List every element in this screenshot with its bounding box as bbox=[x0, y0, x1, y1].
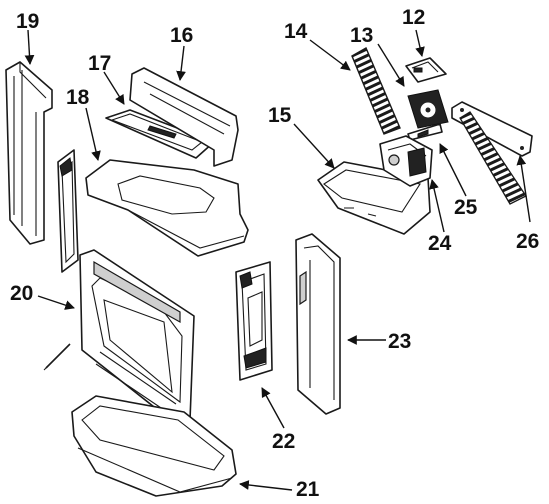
part-24-blower bbox=[379, 135, 433, 187]
callout-23: 23 bbox=[388, 330, 411, 353]
callout-17: 17 bbox=[88, 52, 111, 75]
callout-22: 22 bbox=[272, 430, 295, 453]
part-20-insert-surround bbox=[79, 249, 195, 421]
callout-21: 21 bbox=[296, 478, 320, 501]
callout-19: 19 bbox=[16, 10, 39, 33]
callout-15: 15 bbox=[268, 104, 292, 127]
part-18-top-plate bbox=[85, 159, 249, 257]
part-14-louver-panel bbox=[351, 47, 401, 135]
part-13-fan-plate bbox=[407, 89, 449, 129]
part-20-hinge-pin bbox=[43, 343, 71, 371]
part-16-top-rear-panel bbox=[129, 67, 239, 167]
part-19-inner-frame bbox=[57, 149, 79, 273]
part-19-left-side-panel bbox=[5, 61, 53, 245]
callout-18: 18 bbox=[66, 86, 90, 109]
callout-26: 26 bbox=[516, 230, 539, 253]
callout-labels: 12 13 14 15 16 17 18 19 20 21 22 23 24 2… bbox=[10, 6, 539, 501]
callout-14: 14 bbox=[284, 20, 308, 43]
part-22-door-frame bbox=[235, 261, 273, 381]
callout-25: 25 bbox=[454, 196, 478, 219]
part-21-base bbox=[71, 395, 237, 497]
leader-lines bbox=[24, 29, 531, 491]
callout-12: 12 bbox=[402, 6, 425, 29]
callout-13: 13 bbox=[350, 24, 373, 47]
callout-24: 24 bbox=[428, 232, 452, 255]
callout-20: 20 bbox=[10, 282, 33, 305]
part-26-louver-rail bbox=[451, 101, 533, 205]
part-12-bracket bbox=[405, 57, 447, 83]
part-23-right-side-panel bbox=[295, 233, 341, 415]
callout-16: 16 bbox=[170, 24, 193, 47]
